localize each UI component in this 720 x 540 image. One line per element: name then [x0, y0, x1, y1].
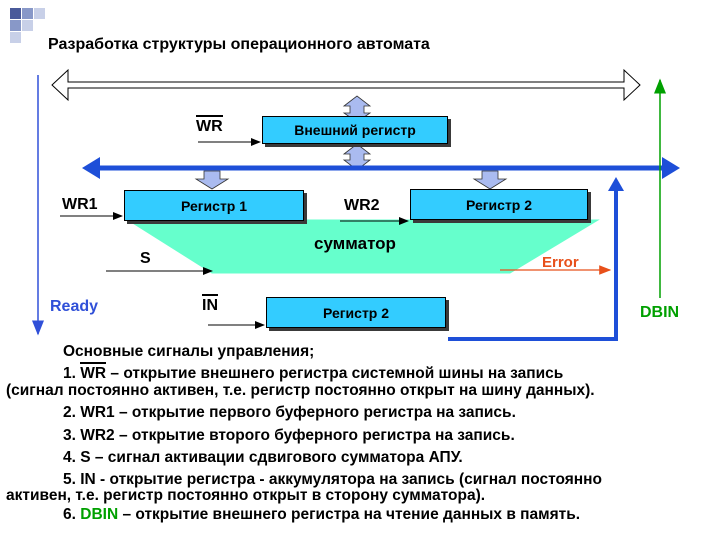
register-to-databus-arrow: [342, 143, 372, 171]
data-bus-right-head: [662, 157, 680, 179]
bus-to-register-arrow: [342, 95, 372, 123]
system-bus-arrow: [51, 68, 641, 102]
signal-wr2: WR2: [344, 197, 380, 214]
signal-wr-text: WR: [196, 115, 223, 135]
external-register: Внешний регистр: [262, 116, 448, 144]
signal-in: IN: [202, 294, 218, 315]
signal-s: S: [140, 250, 151, 267]
bus-to-reg1-arrow: [194, 170, 230, 190]
signal-wr1: WR1: [62, 196, 98, 213]
adder-shape: [126, 219, 600, 274]
signal-ready: Ready: [50, 298, 99, 315]
register-1: Регистр 1: [124, 190, 304, 221]
signal-item-6-text: – открытие внешнего регистра на чтение д…: [122, 506, 581, 523]
register-2-top: Регистр 2: [410, 189, 588, 220]
signal-item-1-text: – открытие внешнего регистра системной ш…: [110, 365, 564, 382]
signal-item-6: 6. DBIN – открытие внешнего регистра на …: [63, 506, 580, 524]
signal-error: Error: [542, 254, 579, 271]
signal-wr: WR: [196, 115, 223, 136]
accumulator-feedback-line: [448, 188, 618, 341]
data-bus-left-head: [82, 157, 100, 179]
signal-item-5: 5. IN - открытие регистра - аккумулятора…: [63, 471, 602, 488]
signal-item-1-continued: (сигнал постоянно активен, т.е. регистр …: [6, 382, 595, 399]
signal-item-6-signal: DBIN: [80, 506, 119, 523]
bus-to-reg2-arrow: [472, 170, 508, 190]
signal-item-1: 1. WR – открытие внешнего регистра систе…: [63, 362, 564, 383]
page-title: Разработка структуры операционного автом…: [48, 36, 430, 53]
signal-item-4: 4. S – сигнал активации сдвигового сумма…: [63, 449, 463, 466]
signal-item-1-number: 1.: [63, 365, 76, 382]
signal-in-text: IN: [202, 294, 218, 314]
signal-item-3: 3. WR2 – открытие второго буферного реги…: [63, 427, 515, 444]
accumulator-feedback-head: [608, 177, 624, 191]
signal-item-1-signal: WR: [80, 362, 107, 382]
adder-label: сумматор: [314, 234, 396, 253]
signal-item-5-continued: активен, т.е. регистр постоянно открыт в…: [6, 487, 486, 504]
signals-heading: Основные сигналы управления;: [63, 343, 315, 360]
register-2-bottom: Регистр 2: [266, 297, 446, 328]
signal-item-6-number: 6.: [63, 506, 76, 523]
signal-item-2: 2. WR1 – открытие первого буферного реги…: [63, 404, 516, 421]
signal-dbin: DBIN: [640, 304, 680, 321]
